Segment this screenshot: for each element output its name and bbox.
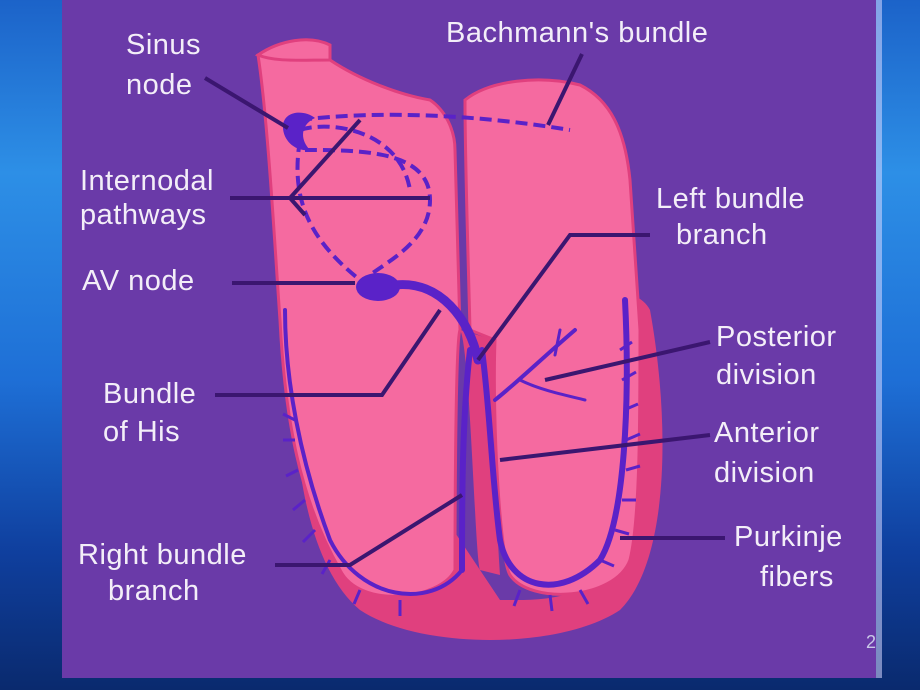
label-bundle-his-2: of His (103, 416, 181, 448)
leader-his (215, 308, 442, 397)
label-purkinje: Purkinje (734, 521, 843, 553)
label-bachmann: Bachmann's bundle (446, 17, 709, 49)
bundle-of-his-path (390, 280, 483, 365)
leader-sinus (203, 76, 290, 130)
leader-internodal-3 (288, 196, 307, 217)
av-node-mark (356, 273, 400, 301)
panel-edge (876, 0, 882, 678)
sinus-node-mark (282, 112, 315, 151)
leader-right-bundle (275, 493, 464, 567)
leader-left-bundle (476, 233, 650, 362)
leader-internodal-2 (288, 118, 362, 200)
internodal-pathways (295, 112, 571, 282)
conduction-system (283, 280, 630, 596)
atrial-rim (254, 38, 332, 62)
leader-bachmann (546, 53, 584, 126)
label-left-bundle-2: branch (676, 219, 768, 251)
label-right-bundle-2: branch (108, 575, 200, 607)
posterior-twig-1 (518, 378, 587, 402)
bachmann-path (299, 112, 571, 132)
label-internodal-2: pathways (80, 199, 207, 231)
label-anterior: Anterior (714, 417, 820, 449)
page-number: 2 (866, 632, 877, 652)
posterior-branch (493, 328, 577, 402)
leader-lines (203, 53, 725, 567)
label-purkinje-2: fibers (760, 561, 834, 593)
label-sinus-2: node (126, 69, 193, 101)
left-chamber (463, 78, 642, 596)
right-bundle-path (459, 347, 473, 573)
label-av-node: AV node (82, 265, 195, 297)
internodal-path-3 (299, 124, 412, 191)
label-sinus: Sinus (126, 29, 202, 61)
posterior-twig-2 (553, 328, 562, 357)
septum (460, 330, 500, 575)
label-anterior-2: division (714, 457, 815, 489)
internodal-path-1 (304, 148, 433, 277)
label-posterior: Posterior (716, 321, 837, 353)
right-ventricle-fiber (283, 308, 464, 596)
left-bundle-path (479, 297, 630, 588)
internodal-path-2 (295, 139, 362, 282)
label-right-bundle: Right bundle (78, 539, 247, 571)
label-posterior-2: division (716, 359, 817, 391)
leader-anterior (499, 433, 711, 462)
label-left-bundle: Left bundle (656, 183, 806, 215)
label-bundle-his: Bundle (103, 378, 197, 410)
leader-posterior (544, 340, 711, 382)
label-internodal: Internodal (80, 165, 214, 197)
